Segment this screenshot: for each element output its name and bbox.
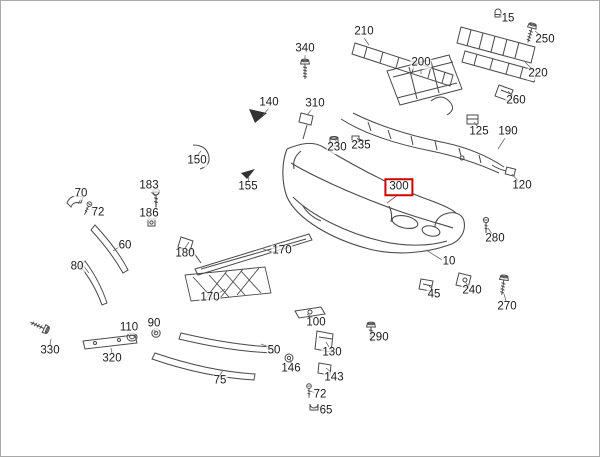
bolt-290 [366, 321, 376, 343]
bolt-330 [28, 317, 51, 336]
impact-absorber [386, 54, 463, 106]
crash-bar-assembly [456, 26, 538, 83]
screw-183 [152, 188, 160, 208]
plate-100 [294, 306, 326, 319]
bracket-310 [298, 112, 314, 126]
hook-150 [192, 144, 210, 170]
bolt-340 [300, 58, 310, 80]
left-trim-strips [66, 195, 129, 306]
bolt-250 [523, 21, 538, 45]
bracket-130 [314, 330, 334, 353]
trim-strips [82, 233, 313, 381]
wiring-harness [340, 96, 517, 177]
fasteners [28, 8, 538, 399]
arrow-155 [241, 169, 255, 179]
bumper-cover [282, 142, 465, 254]
screw-72-lower [306, 383, 312, 399]
bracket-70 [66, 195, 84, 208]
grommet-146 [284, 353, 294, 363]
leader-lines [49, 14, 542, 409]
screw-280 [482, 216, 490, 234]
clip-140 [249, 109, 267, 123]
connector-120 [504, 166, 517, 177]
bracket-143 [317, 362, 332, 376]
upper-support-bar [351, 42, 454, 87]
grille-mesh [184, 266, 272, 302]
clip-180 [177, 236, 194, 252]
bolt-270 [496, 274, 510, 296]
